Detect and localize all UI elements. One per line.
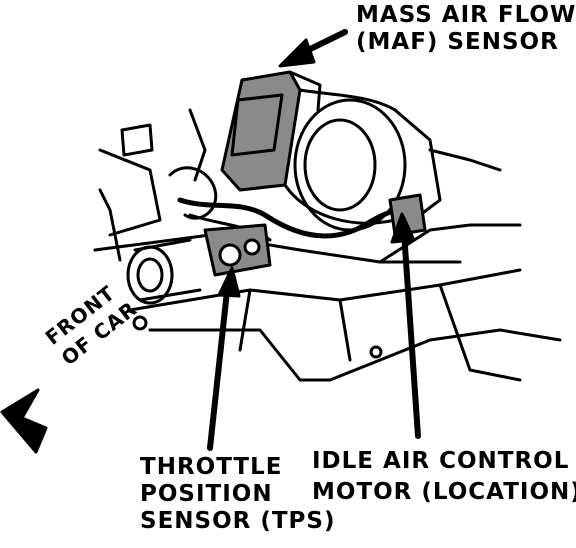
tps-label-line1: THROTTLE [140, 454, 283, 480]
iac-label-line1: IDLE AIR CONTROL [312, 448, 570, 474]
engine-block-outline [93, 223, 562, 382]
iac-callout-arrow [390, 212, 421, 439]
front-direction-arrow [0, 388, 48, 454]
tps-label-line2: POSITION [140, 481, 273, 507]
maf-label-line1: MASS AIR FLOW [356, 2, 576, 28]
tps-assembly [203, 223, 272, 277]
tps-callout-arrow [207, 266, 241, 451]
iac-label-line2: MOTOR (LOCATION) [312, 479, 576, 505]
maf-label-line2: (MAF) SENSOR [356, 29, 559, 55]
tps-label: THROTTLE POSITION SENSOR (TPS) [140, 454, 336, 535]
intake-hoses [98, 108, 218, 305]
iac-motor-label: IDLE AIR CONTROL MOTOR (LOCATION) [312, 446, 576, 508]
tps-label-line3: SENSOR (TPS) [140, 508, 336, 534]
maf-sensor-housing [220, 70, 322, 192]
maf-sensor-label: MASS AIR FLOW (MAF) SENSOR [356, 2, 576, 56]
maf-callout-arrow [278, 29, 348, 68]
